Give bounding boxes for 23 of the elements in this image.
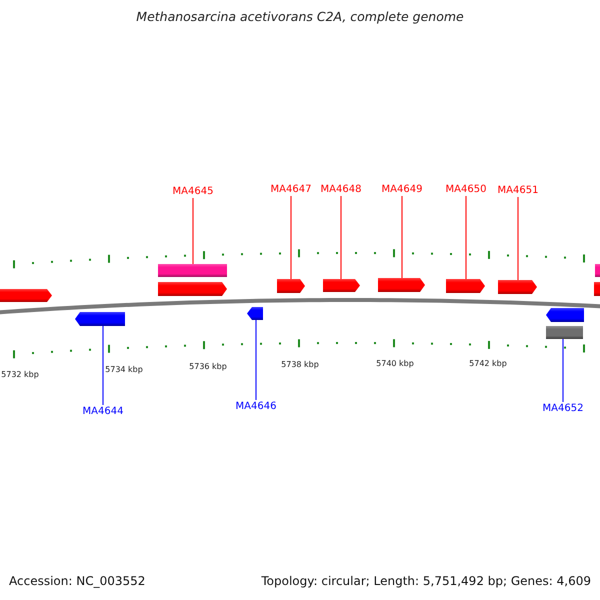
scale-label: 5732 kbp <box>1 370 39 379</box>
scale-label: 5740 kbp <box>376 359 414 368</box>
gene-label: MA4648 <box>320 184 362 196</box>
gene-label: MA4650 <box>446 184 486 196</box>
scale-label: 5736 kbp <box>189 362 227 371</box>
gene-label: MA4644 <box>82 406 124 418</box>
leader-line <box>340 196 342 280</box>
scale-label: 5738 kbp <box>281 360 319 369</box>
leader-line <box>562 338 564 402</box>
gene-label: MA4649 <box>382 184 422 196</box>
gene-label: MA4645 <box>172 186 214 198</box>
gene-label: MA4651 <box>498 184 538 196</box>
footer-text: Accession: NC_003552 <box>9 574 146 588</box>
gene-label: MA4646 <box>236 400 276 412</box>
gene-label: MA4647 <box>270 184 312 196</box>
leader-line <box>192 198 194 264</box>
footer-text: Topology: circular; Length: 5,751,492 bp; Genes: 4,609 <box>261 574 591 588</box>
gene-label: MA4652 <box>542 402 584 414</box>
leader-line <box>102 326 104 406</box>
scale-label: 5734 kbp <box>105 365 143 374</box>
title: Methanosarcina acetivorans C2A, complete genome <box>135 9 465 24</box>
scale-label: 5742 kbp <box>469 359 507 368</box>
leader-line <box>290 196 292 280</box>
